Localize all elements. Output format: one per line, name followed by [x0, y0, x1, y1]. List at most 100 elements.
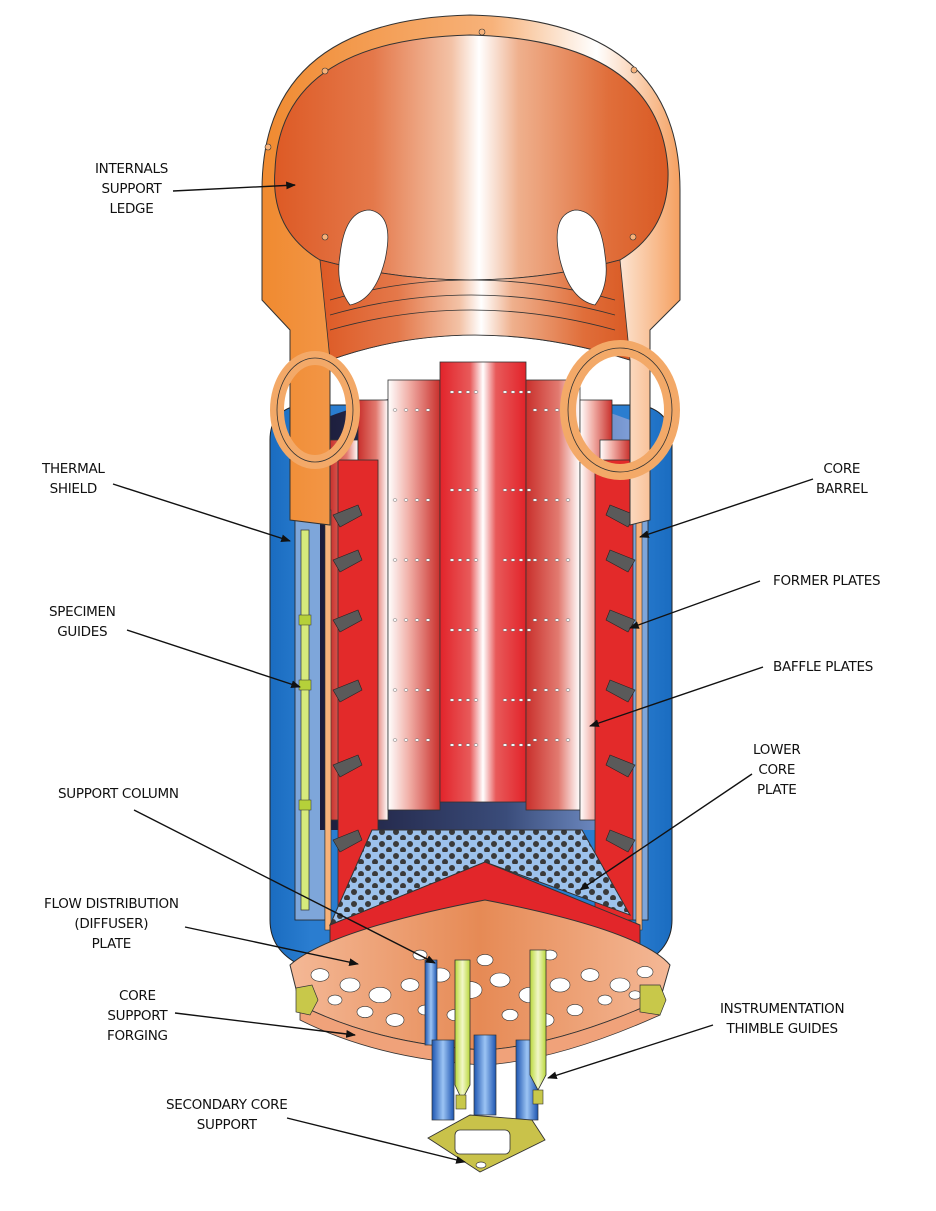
bolt-hole [403, 408, 409, 412]
label-line: BARREL [816, 481, 868, 497]
bolt-hole [425, 618, 431, 622]
bolt-hole [449, 743, 455, 747]
bolt-hole [543, 498, 549, 502]
leader-thermal-shield [112, 483, 291, 543]
forging-hole [566, 1004, 584, 1016]
bolt-hole [518, 558, 524, 562]
bolt-hole [449, 698, 455, 702]
bolt-hole [414, 558, 420, 562]
bolt-hole [449, 390, 455, 394]
bolt-hole [502, 390, 508, 394]
bolt-hole [449, 628, 455, 632]
bolt-hole [392, 688, 398, 692]
bolt-hole [403, 558, 409, 562]
label-line: SHIELD [49, 481, 98, 497]
label-line: PLATE [757, 782, 797, 798]
bolt-hole [510, 628, 516, 632]
former-plate [332, 609, 363, 633]
bolt-hole [526, 628, 532, 632]
bolt-hole [403, 618, 409, 622]
label-former-plates: FORMER PLATES [773, 571, 881, 591]
label-thermal-shield: THERMAL SHIELD [42, 459, 105, 499]
bolt-hole [502, 558, 508, 562]
bolt-hole [510, 743, 516, 747]
label-line: FORMER PLATES [773, 573, 881, 589]
forging-hole [501, 1009, 519, 1021]
bolt-hole [510, 390, 516, 394]
bolt-hole [465, 628, 471, 632]
bolt-hole [414, 618, 420, 622]
forging-hole [636, 966, 654, 978]
bolt-hole [565, 558, 571, 562]
bolt-hole [473, 390, 479, 394]
bolt-hole [526, 558, 532, 562]
bolt-hole [510, 698, 516, 702]
lower-core-plate [329, 829, 632, 926]
former-plates [332, 504, 636, 853]
bolt-hole [543, 738, 549, 742]
former-plate [332, 504, 363, 528]
forging-hole [368, 986, 392, 1003]
label-line: SPECIMEN [49, 604, 116, 620]
bolt-hole [403, 738, 409, 742]
bolt-hole [465, 743, 471, 747]
bolt-hole [554, 498, 560, 502]
leader-former-plates [629, 580, 761, 629]
bolt-hole [543, 618, 549, 622]
bolt-hole [526, 390, 532, 394]
bolt-hole [465, 558, 471, 562]
label-line: (DIFFUSER) [74, 916, 149, 932]
forging-hole [339, 977, 361, 993]
bolt-hole [532, 688, 538, 692]
leader-specimen-guides [126, 629, 301, 688]
label-line: SUPPORT [196, 1117, 257, 1133]
leader-baffle-plates [589, 666, 764, 727]
forging-hole [609, 977, 631, 993]
bolt-hole [554, 408, 560, 412]
bolt-hole [465, 390, 471, 394]
former-plate [332, 754, 363, 778]
bolt-hole [543, 408, 549, 412]
forging-hole [400, 978, 420, 992]
instrumentation-thimble-guides [454, 949, 547, 1110]
label-core-barrel: CORE BARREL [816, 459, 868, 499]
core-barrel-upper [261, 14, 681, 526]
bolt-hole [502, 698, 508, 702]
label-lower-core-plate: LOWER CORE PLATE [753, 740, 801, 800]
label-line: SUPPORT [101, 181, 162, 197]
bolt-hole [425, 498, 431, 502]
bolt-hole [565, 498, 571, 502]
forging-hole [476, 954, 494, 966]
bolt-hole [518, 628, 524, 632]
former-plate [605, 829, 636, 853]
bolt-hole [518, 698, 524, 702]
forging-hole [489, 972, 511, 988]
core-support-forging [289, 899, 671, 1066]
former-plate [332, 829, 363, 853]
former-plate [332, 679, 363, 703]
bolt-hole [449, 558, 455, 562]
leader-flow-distribution-plate [184, 926, 359, 966]
bolt-hole [554, 688, 560, 692]
forging-hole [385, 1013, 405, 1027]
bolt-hole [457, 628, 463, 632]
bolt-hole [518, 743, 524, 747]
bolt-hole [473, 698, 479, 702]
bolt-hole [425, 688, 431, 692]
label-line: SUPPORT [107, 1008, 168, 1024]
label-support-column: SUPPORT COLUMN [58, 784, 179, 804]
label-line: THIMBLE GUIDES [726, 1021, 839, 1037]
bolt-hole [465, 698, 471, 702]
bolt-hole [543, 688, 549, 692]
label-line: CORE [823, 461, 861, 477]
label-specimen-guides: SPECIMEN GUIDES [49, 602, 116, 642]
bolt-hole [457, 698, 463, 702]
bolt-hole [449, 488, 455, 492]
former-plate [332, 549, 363, 573]
bolt-hole [457, 743, 463, 747]
specimen-guides [298, 529, 312, 911]
bolt-hole [403, 498, 409, 502]
secondary-core-support [427, 1114, 546, 1173]
bolt-hole [414, 408, 420, 412]
bolt-hole [565, 688, 571, 692]
